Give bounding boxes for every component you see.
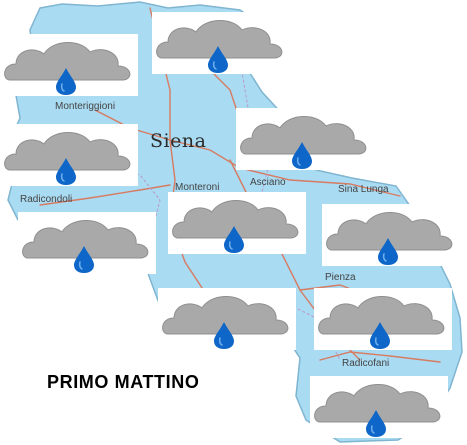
- road: [319, 351, 441, 363]
- place-label: Sina Lunga: [338, 184, 389, 195]
- place-label: Monteriggioni: [55, 101, 116, 112]
- weather-icon-cloud-rain: [236, 108, 374, 170]
- place-label: Radicofani: [342, 358, 390, 369]
- weather-icon-cloud-rain: [158, 288, 296, 350]
- weather-icon-cloud-rain: [310, 376, 448, 438]
- city-label: Siena: [150, 130, 207, 152]
- weather-icon-cloud-rain: [18, 212, 156, 274]
- weather-icon-cloud-rain: [168, 192, 306, 254]
- forecast-period-label: PRIMO MATTINO: [47, 372, 200, 392]
- place-label: Pienza: [325, 272, 356, 283]
- place-label: Radicondoli: [20, 194, 73, 205]
- weather-icon-cloud-rain: [322, 204, 460, 266]
- weather-icon-cloud-rain: [0, 34, 138, 96]
- weather-icon-cloud-rain: [314, 288, 452, 350]
- road: [39, 184, 171, 206]
- weather-icon-cloud-rain: [0, 124, 138, 186]
- place-label: Asciano: [250, 177, 286, 188]
- place-label: Monteroni: [175, 182, 220, 193]
- weather-icon-cloud-rain: [152, 12, 290, 74]
